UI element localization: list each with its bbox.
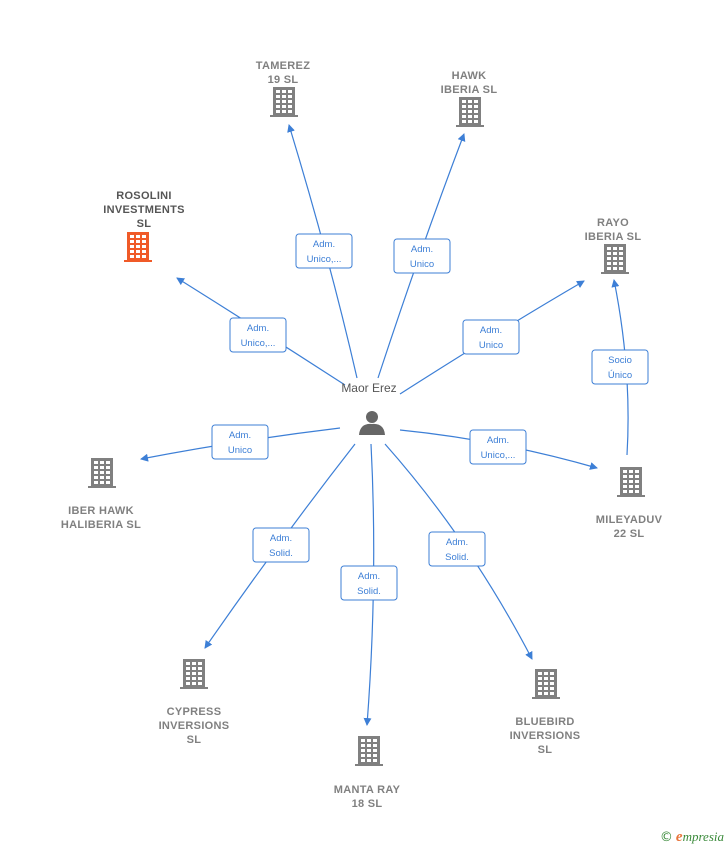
- company-name: ROSOLINI: [116, 190, 172, 202]
- company-node-cypress[interactable]: CYPRESS INVERSIONS SL: [159, 659, 230, 746]
- company-name: CYPRESS: [167, 706, 222, 718]
- relation-label-box: [469, 429, 527, 465]
- relation-label-box: [393, 238, 451, 274]
- company-name: INVESTMENTS: [103, 204, 185, 216]
- company-name: INVERSIONS: [510, 730, 581, 742]
- building-icon: [355, 736, 383, 766]
- company-node-rayo[interactable]: RAYO IBERIA SL: [585, 217, 642, 274]
- relation-label-cypress[interactable]: Adm. Solid.: [252, 527, 310, 563]
- relation-label-box: [211, 424, 269, 460]
- company-name: IBER HAWK: [68, 505, 134, 517]
- company-node-tamerez[interactable]: TAMEREZ 19 SL: [256, 60, 310, 117]
- nodes-layer: TAMEREZ 19 SL HAWK IBERIA SL ROSOLINI INVESTM…: [61, 60, 663, 810]
- relation-label-text: Solid.: [269, 548, 293, 559]
- company-name: MANTA RAY: [334, 784, 401, 796]
- company-name: SL: [137, 218, 152, 230]
- company-name: SL: [538, 744, 553, 756]
- relation-label-text: Único: [608, 370, 632, 381]
- relation-label-box: [229, 317, 287, 353]
- relation-label-text: Unico,...: [481, 450, 516, 461]
- relation-label-bluebird[interactable]: Adm. Solid.: [428, 531, 486, 567]
- relation-label-text: Unico: [479, 340, 503, 351]
- relation-label-text: Adm.: [313, 239, 335, 250]
- company-name: HALIBERIA SL: [61, 519, 141, 531]
- building-icon: [124, 232, 152, 262]
- company-name: BLUEBIRD: [515, 716, 574, 728]
- building-icon: [601, 244, 629, 274]
- relation-label-hawk[interactable]: Adm. Unico: [393, 238, 451, 274]
- company-name: INVERSIONS: [159, 720, 230, 732]
- relation-label-text: Unico,...: [241, 338, 276, 349]
- brand-logo[interactable]: empresia: [676, 829, 724, 846]
- relation-label-text: Socio: [608, 355, 632, 366]
- relation-label-text: Adm.: [229, 430, 251, 441]
- company-node-hawk[interactable]: HAWK IBERIA SL: [441, 70, 498, 127]
- company-name: TAMEREZ: [256, 60, 310, 72]
- relation-labels-layer: Adm.Unico,...Adm.UnicoAdm.Unico,...Adm.U…: [211, 233, 649, 601]
- company-name: 18 SL: [352, 798, 383, 810]
- relation-label-text: Adm.: [487, 435, 509, 446]
- company-name: HAWK: [452, 70, 487, 82]
- relation-label-box: [340, 565, 398, 601]
- building-icon: [617, 467, 645, 497]
- relation-label-text: Adm.: [411, 244, 433, 255]
- company-name: 22 SL: [614, 528, 645, 540]
- company-name: SL: [187, 734, 202, 746]
- relation-label-box: [591, 349, 649, 385]
- company-node-mileyaduv[interactable]: MILEYADUV 22 SL: [596, 467, 663, 540]
- copyright-footer: © empresia: [660, 829, 724, 846]
- relation-label-text: Adm.: [270, 533, 292, 544]
- relation-label-text: Unico,...: [307, 254, 342, 265]
- building-icon: [180, 659, 208, 689]
- copyright-icon: ©: [659, 830, 673, 845]
- relation-label-text: Adm.: [247, 323, 269, 334]
- relation-label-box: [252, 527, 310, 563]
- relation-label-rayo[interactable]: Adm. Unico: [462, 319, 520, 355]
- company-name: IBERIA SL: [441, 84, 498, 96]
- company-node-rosolini[interactable]: ROSOLINI INVESTMENTS SL: [103, 190, 185, 262]
- relation-label-text: Unico: [228, 445, 252, 456]
- relation-label-rosolini[interactable]: Adm. Unico,...: [229, 317, 287, 353]
- relation-label-box: [462, 319, 520, 355]
- company-name: RAYO: [597, 217, 629, 229]
- relation-label-box: [428, 531, 486, 567]
- relation-label-text: Adm.: [358, 571, 380, 582]
- company-name: MILEYADUV: [596, 514, 663, 526]
- relation-label-tamerez[interactable]: Adm. Unico,...: [295, 233, 353, 269]
- building-icon: [88, 458, 116, 488]
- person-name: Maor Erez: [341, 381, 396, 395]
- building-icon: [456, 97, 484, 127]
- building-icon: [270, 87, 298, 117]
- relation-label-text: Adm.: [480, 325, 502, 336]
- company-name: 19 SL: [268, 74, 299, 86]
- person-icon: [359, 411, 385, 435]
- relation-label-mileyaduv[interactable]: Adm. Unico,...: [469, 429, 527, 465]
- person-node[interactable]: Maor Erez: [341, 381, 397, 435]
- relation-label-text: Solid.: [445, 552, 469, 563]
- relation-label-iberhawk[interactable]: Adm. Unico: [211, 424, 269, 460]
- company-node-iberhawk[interactable]: IBER HAWK HALIBERIA SL: [61, 458, 141, 531]
- relation-label-text: Adm.: [446, 537, 468, 548]
- relation-label-text: Solid.: [357, 586, 381, 597]
- relation-label-box: [295, 233, 353, 269]
- company-node-bluebird[interactable]: BLUEBIRD INVERSIONS SL: [510, 669, 581, 756]
- building-icon: [532, 669, 560, 699]
- relation-label-mantaray[interactable]: Adm. Solid.: [340, 565, 398, 601]
- relation-label-text: Unico: [410, 259, 434, 270]
- brand-name: mpresia: [682, 829, 724, 844]
- company-node-mantaray[interactable]: MANTA RAY 18 SL: [334, 736, 401, 810]
- company-name: IBERIA SL: [585, 231, 642, 243]
- brand-initial: e: [675, 829, 683, 845]
